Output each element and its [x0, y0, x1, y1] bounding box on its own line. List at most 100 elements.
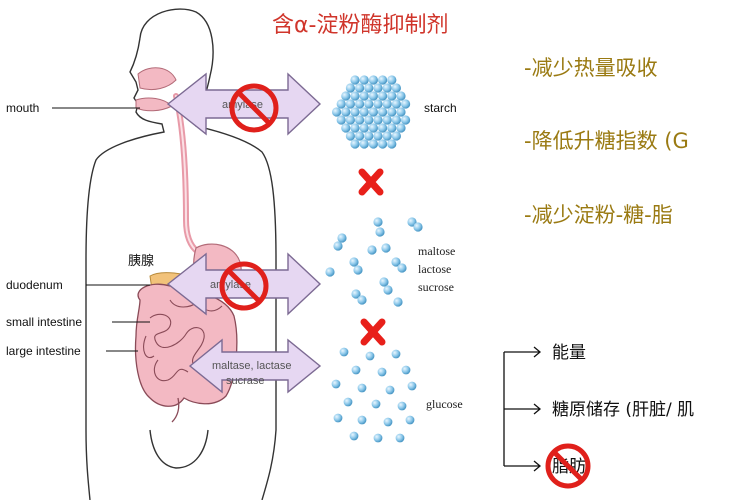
molecule-bead [351, 289, 361, 299]
molecule-bead [350, 75, 360, 85]
molecule-bead [341, 123, 351, 133]
molecule-bead [387, 91, 397, 101]
molecule-bead [393, 297, 403, 307]
molecule-bead [359, 123, 369, 133]
molecule-bead [377, 367, 387, 377]
label-glucose: glucose [426, 397, 463, 411]
outcome-glycogen: 糖原储存 (肝脏/ 肌 [552, 400, 694, 420]
molecule-bead [357, 383, 367, 393]
molecule-bead [333, 241, 343, 251]
molecule-bead [336, 115, 346, 125]
diagram-title: 含α-淀粉酶抑制剂 [272, 13, 448, 38]
label-duodenum: duodenum [6, 278, 63, 292]
molecule-bead [371, 399, 381, 409]
molecule-bead [364, 83, 374, 93]
molecule-bead [397, 263, 407, 273]
molecule-bead [395, 433, 405, 443]
molecule-bead [339, 347, 349, 357]
molecule-bead [333, 413, 343, 423]
molecule-bead [368, 123, 378, 133]
benefit-2: -降低升糖指数 (G [524, 129, 689, 153]
molecule-bead [341, 107, 351, 117]
molecule-bead [373, 99, 383, 109]
molecule-bead [382, 131, 392, 141]
molecule-bead [345, 115, 355, 125]
molecule-bead [355, 115, 365, 125]
benefit-1: -减少热量吸收 [524, 56, 658, 80]
molecule-bead [357, 295, 367, 305]
molecule-bead [407, 381, 417, 391]
molecule-bead [365, 351, 375, 361]
molecule-bead [378, 91, 388, 101]
molecule-bead [405, 415, 415, 425]
molecule-bead [391, 99, 401, 109]
molecule-bead [345, 83, 355, 93]
label-small-intestine: small intestine [6, 315, 82, 329]
molecule-bead [364, 99, 374, 109]
molecule-bead [396, 107, 406, 117]
molecule-bead [364, 131, 374, 141]
label-large-intestine: large intestine [6, 344, 81, 358]
molecule-bead [373, 217, 383, 227]
molecule-bead [396, 123, 406, 133]
molecule-bead [336, 99, 346, 109]
molecule-bead [349, 431, 359, 441]
molecule-bead [387, 107, 397, 117]
molecule-bead [378, 123, 388, 133]
molecule-bead [382, 99, 392, 109]
molecule-bead [355, 131, 365, 141]
arrow-maltase: maltase, lactase sucrase [188, 338, 322, 394]
molecule-bead [378, 75, 388, 85]
molecule-bead [353, 265, 363, 275]
molecule-bead [367, 245, 377, 255]
label-lactose: lactose [418, 262, 451, 276]
human-body-outline [85, 8, 277, 500]
prohibition-icon-top [229, 83, 279, 133]
molecule-bead [325, 267, 335, 277]
molecule-bead [378, 107, 388, 117]
molecule-bead [391, 257, 401, 267]
molecule-bead [351, 365, 361, 375]
molecule-bead [343, 397, 353, 407]
molecule-bead [401, 365, 411, 375]
molecule-bead [341, 91, 351, 101]
label-starch: starch [424, 101, 457, 115]
molecule-bead [345, 131, 355, 141]
molecule-bead [375, 227, 385, 237]
molecule-bead [382, 83, 392, 93]
benefit-3: -减少淀粉-糖-脂 [524, 203, 673, 227]
molecule-bead [379, 277, 389, 287]
molecule-bead [364, 115, 374, 125]
enzyme-maltase-line1: maltase, lactase [212, 360, 291, 372]
molecule-bead [373, 433, 383, 443]
molecule-bead [350, 123, 360, 133]
molecule-bead [359, 139, 369, 149]
label-leader-lines [52, 107, 150, 352]
molecule-bead [401, 115, 411, 125]
prohibition-icon-fat [545, 443, 591, 489]
molecule-bead [413, 222, 423, 232]
molecule-bead [373, 131, 383, 141]
starch-bead-cluster [332, 75, 411, 149]
molecule-bead [385, 385, 395, 395]
molecule-bead [357, 415, 367, 425]
molecule-bead [359, 107, 369, 117]
molecule-bead [381, 243, 391, 253]
molecule-bead [378, 139, 388, 149]
disaccharide-beads [325, 217, 423, 307]
molecule-bead [382, 115, 392, 125]
molecule-bead [391, 349, 401, 359]
molecule-bead [332, 107, 342, 117]
molecule-bead [331, 379, 341, 389]
label-pancreas: 胰腺 [128, 254, 154, 269]
molecule-bead [396, 91, 406, 101]
molecule-bead [373, 115, 383, 125]
label-sucrose: sucrose [418, 280, 454, 294]
label-mouth: mouth [6, 101, 39, 115]
outcome-branch-lines [503, 346, 542, 472]
outcome-energy: 能量 [552, 343, 586, 363]
glucose-beads [331, 347, 417, 443]
molecule-bead [337, 233, 347, 243]
